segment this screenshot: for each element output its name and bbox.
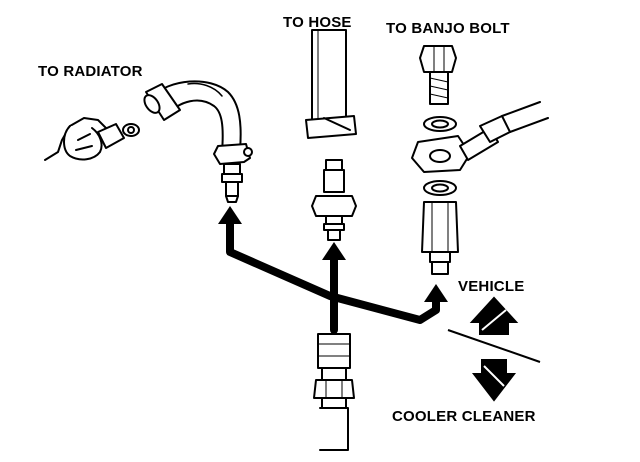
arrow-to-hose-icon — [322, 242, 346, 260]
vehicle-direction-arrow — [469, 296, 519, 335]
label-to-hose: TO HOSE — [283, 14, 352, 31]
cleaner-connector — [313, 333, 355, 451]
banjo-bolt-assembly — [411, 45, 549, 275]
label-vehicle: VEHICLE — [458, 278, 525, 295]
hose-assembly — [305, 29, 357, 241]
flow-arrows — [226, 218, 440, 334]
radiator-hose — [143, 80, 253, 203]
label-to-radiator: TO RADIATOR — [38, 63, 143, 80]
cleaner-direction-arrow — [471, 359, 517, 402]
label-cooler-cleaner: COOLER CLEANER — [392, 408, 536, 425]
label-to-banjo-bolt: TO BANJO BOLT — [386, 20, 510, 37]
arrow-to-radiator-icon — [218, 206, 242, 224]
arrow-to-banjo-icon — [424, 284, 448, 302]
divider-line — [447, 329, 541, 363]
radiator-fitting — [44, 117, 140, 161]
